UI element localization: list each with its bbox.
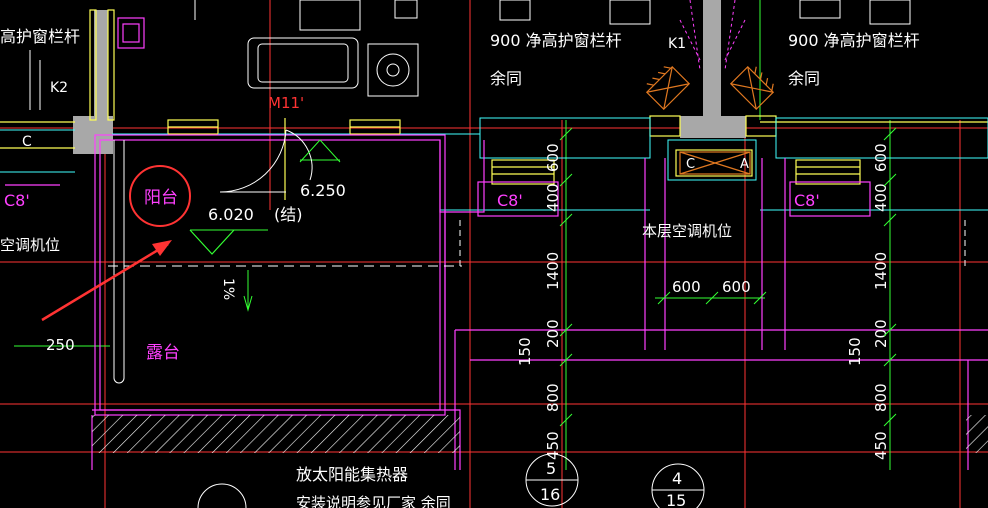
vertical-dimensions-right: 600 400 1400 200 150 800 450	[846, 143, 890, 460]
slope-arrow	[243, 270, 253, 312]
terrace-label: 露台	[146, 343, 180, 363]
axis-bubble-5-16	[525, 453, 579, 507]
drain-pipe	[113, 140, 125, 384]
balcony-highlight-circle	[129, 165, 191, 227]
elevation-6250: 6.250	[300, 181, 346, 200]
rail-label-right: 900 净高护窗栏杆	[788, 31, 920, 50]
install-note: 安装说明参见厂家 余同	[296, 494, 451, 508]
window-c8-left: C8'	[4, 191, 30, 210]
axis-5: 5	[546, 459, 556, 478]
axis-15: 15	[666, 491, 686, 508]
aircon-label-mid: 本层空调机位	[642, 222, 732, 240]
same-note-right: 余同	[788, 69, 820, 88]
slope-label: 1%	[220, 278, 236, 300]
door-swing-m11	[219, 129, 313, 193]
vdim-left-150: 150	[516, 337, 534, 366]
vdim-left-200: 200	[544, 319, 562, 348]
axis-bubble-4-15	[651, 463, 705, 508]
vdim-right-450: 450	[872, 431, 890, 460]
vdim-left-400: 400	[544, 183, 562, 212]
solar-collector-label: 放太阳能集热器	[296, 465, 408, 484]
green-triangle-mark	[299, 139, 341, 163]
axis-bubble-partial	[197, 483, 247, 508]
vdim-right-200: 200	[872, 319, 890, 348]
label-k1: K1	[668, 36, 686, 52]
elevation-6020: 6.020	[208, 205, 254, 224]
elevation-triangle	[189, 229, 235, 255]
vdim-left-800: 800	[544, 383, 562, 412]
wall-blocks	[73, 0, 746, 154]
vertical-dimensions-left: 600 400 1400 200 150 800 450	[516, 143, 562, 460]
axis-16: 16	[540, 485, 560, 504]
vdim-left-450: 450	[544, 431, 562, 460]
vdim-right-1400: 1400	[872, 252, 890, 290]
red-pointer-arrow-icon	[41, 240, 172, 322]
vdim-left-1400: 1400	[544, 252, 562, 290]
balcony-label: 阳台	[144, 188, 178, 208]
dimension-ticks	[559, 127, 897, 427]
vdim-left-600: 600	[544, 143, 562, 172]
text-labels: 高护窗栏杆 900 净高护窗栏杆 900 净高护窗栏杆 余同 余同 K1 K2 …	[0, 27, 920, 508]
solar-collector-hatch-right	[966, 415, 988, 453]
label-k2: K2	[50, 80, 68, 96]
aircon-units	[645, 65, 775, 175]
vdim-right-150: 150	[846, 337, 864, 366]
solar-collector-hatch	[92, 415, 460, 453]
vent-lines	[679, 0, 746, 71]
window-a-mid: A	[740, 157, 749, 172]
door-label-m11: M11'	[268, 94, 304, 112]
window-frames	[0, 9, 988, 200]
wall-outlines	[0, 117, 988, 211]
dim-250: 250	[46, 336, 75, 354]
vdim-right-400: 400	[872, 183, 890, 212]
aircon-label-left: 空调机位	[0, 236, 60, 254]
dim-600-left: 600	[672, 278, 701, 296]
rail-label-left: 高护窗栏杆	[0, 27, 80, 46]
dim-600-right: 600	[722, 278, 751, 296]
elevation-note: (结)	[274, 205, 303, 224]
rail-label-mid: 900 净高护窗栏杆	[490, 31, 622, 50]
window-c-mid: C	[686, 157, 695, 172]
window-c-left: C	[22, 134, 32, 150]
axis-4: 4	[672, 469, 682, 488]
vdim-right-600: 600	[872, 143, 890, 172]
same-note-mid: 余同	[490, 69, 522, 88]
vdim-right-800: 800	[872, 383, 890, 412]
window-c8-right: C8'	[794, 191, 820, 210]
furniture-sofa	[29, 0, 911, 110]
window-c8-mid: C8'	[497, 191, 523, 210]
structure-outlines	[5, 17, 988, 470]
